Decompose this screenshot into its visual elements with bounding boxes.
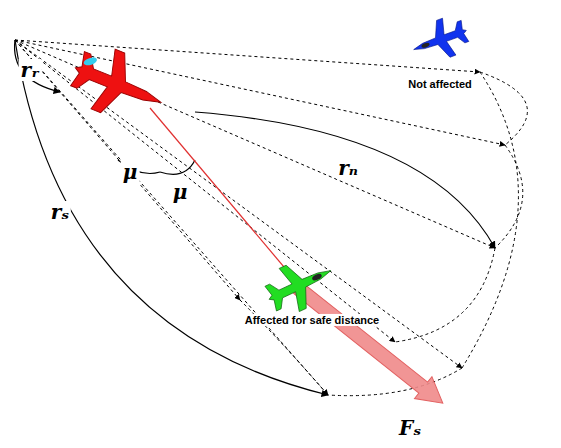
range-rays [15,40,527,396]
status-note: Affected for safe distance [243,314,381,326]
own-aircraft [63,38,172,132]
force-symbol: Fₛ [397,417,423,439]
range-symbol: rₛ [49,201,71,223]
unaffected-aircraft [407,12,473,68]
range-symbol: rₙ [336,157,360,179]
angle-symbol: μ [171,181,190,203]
status-note: Not affected [406,78,474,90]
force-arrow [289,277,451,414]
heading-line [150,108,300,286]
range-arcs [15,40,495,395]
angle-symbol: μ [121,161,140,183]
range-symbol: rᵣ [19,59,42,81]
affected-aircraft [259,249,341,321]
